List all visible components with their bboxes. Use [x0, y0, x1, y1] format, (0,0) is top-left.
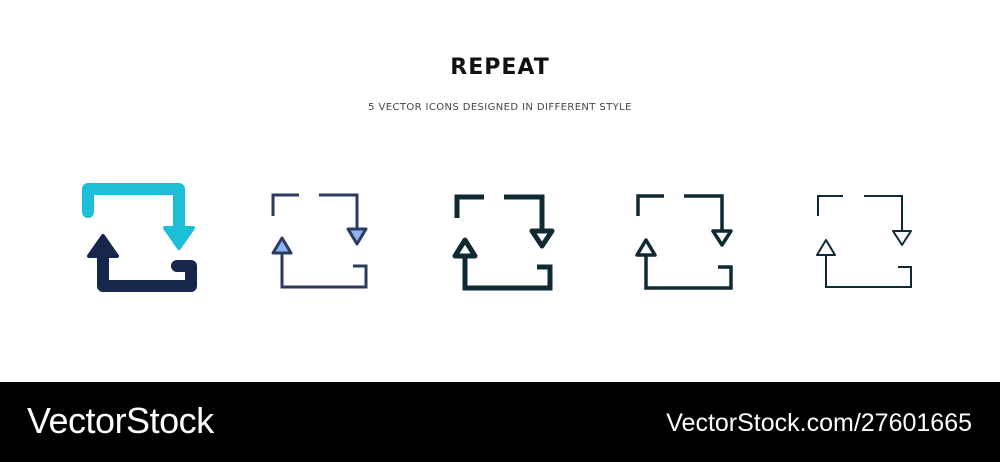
page-subtitle: 5 VECTOR ICONS DESIGNED IN DIFFERENT STY…: [368, 102, 632, 113]
watermark-footer: VectorStock VectorStock.com/27601665: [0, 382, 1000, 462]
page-title: REPEAT: [450, 55, 550, 80]
repeat-bold-outline-icon: [452, 194, 555, 291]
repeat-thin-line-icon: [816, 195, 912, 288]
brand-logo: VectorStock: [27, 400, 214, 441]
image-url: VectorStock.com/27601665: [666, 409, 972, 437]
repeat-flat-icon: [82, 183, 197, 292]
repeat-filled-outline-icon: [271, 193, 368, 289]
repeat-outline-icon: [635, 194, 733, 290]
